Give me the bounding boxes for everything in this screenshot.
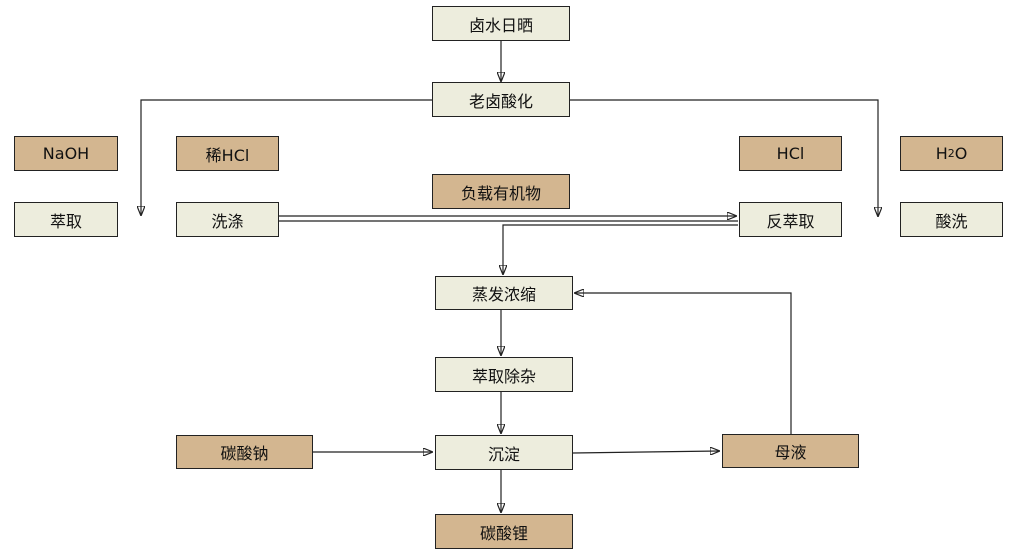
node-dilute-hcl: 稀HCl: [176, 136, 279, 171]
h2o-o: O: [954, 144, 968, 163]
node-naoh: NaOH: [14, 136, 118, 171]
node-hcl: HCl: [739, 136, 842, 171]
node-precipitation: 沉淀: [435, 435, 573, 470]
node-washing: 洗涤: [176, 202, 279, 237]
arrow-precipitation-to-mother-liquor: [572, 451, 719, 453]
node-impurity-extraction: 萃取除杂: [435, 357, 573, 392]
arrow-acidification-to-left-extraction: [141, 99, 432, 215]
node-evaporation-concentration: 蒸发浓缩: [435, 276, 573, 310]
node-brine-sun-drying: 卤水日晒: [432, 6, 570, 41]
node-lithium-carbonate: 碳酸锂: [435, 514, 573, 549]
node-extraction: 萃取: [14, 202, 118, 237]
h2o-h: H: [935, 144, 948, 163]
node-mother-liquor: 母液: [722, 434, 859, 468]
node-acid-wash: 酸洗: [900, 202, 1003, 237]
arrow-back-extraction-to-evaporation: [503, 224, 738, 274]
node-loaded-organic: 负载有机物: [432, 174, 570, 209]
node-sodium-carbonate: 碳酸钠: [176, 435, 313, 469]
arrow-mother-liquor-to-evaporation: [575, 293, 792, 434]
arrow-acidification-to-right-acid-wash: [570, 99, 878, 216]
h2o-subscript: 2: [947, 147, 955, 160]
node-old-brine-acidification: 老卤酸化: [432, 82, 570, 117]
node-back-extraction: 反萃取: [739, 202, 842, 237]
